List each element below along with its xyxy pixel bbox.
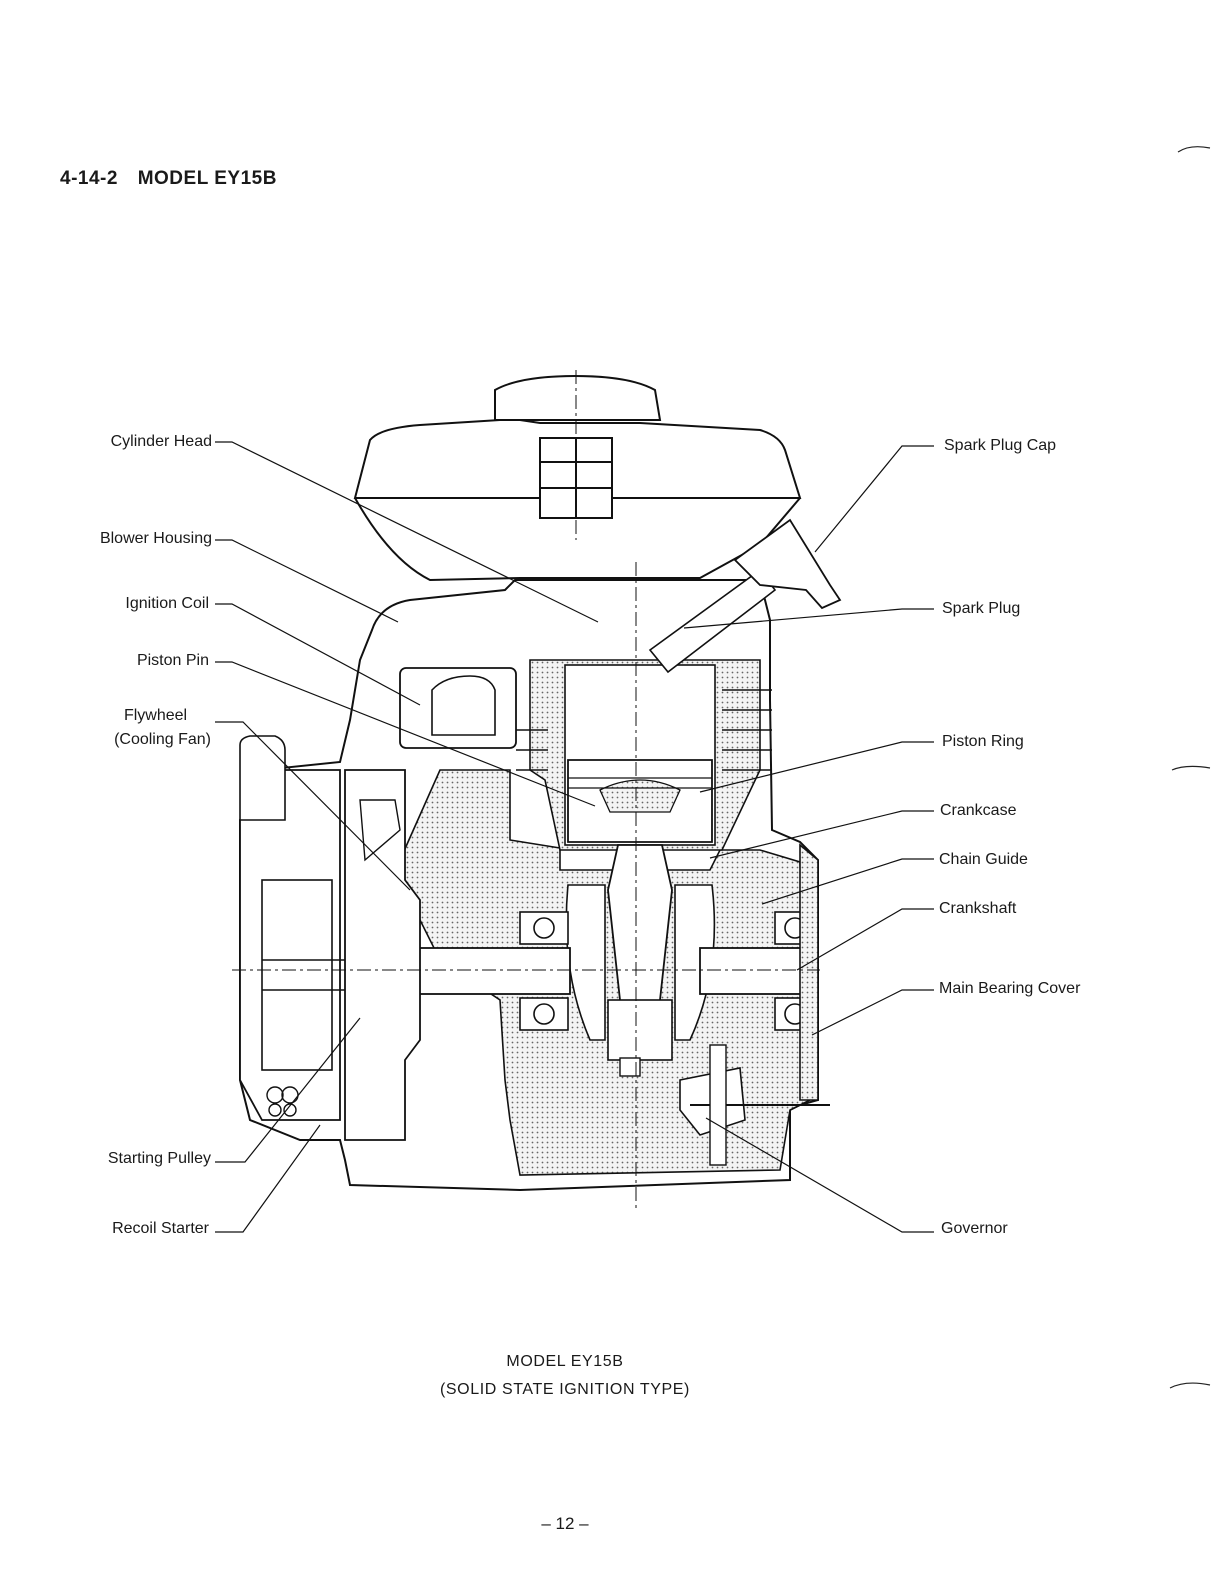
leader-main-bearing-cover — [812, 990, 934, 1035]
main-bearing-cover-body — [800, 845, 818, 1100]
bearing-left — [520, 912, 568, 944]
leader-recoil-starter — [215, 1125, 320, 1232]
engine-outline — [240, 376, 840, 1190]
starting-pulley-body — [262, 880, 332, 1070]
margin-marks — [1170, 147, 1210, 1388]
starter-handle — [240, 736, 285, 820]
fuel-cap — [495, 376, 660, 420]
leader-spark-plug-cap — [815, 446, 934, 552]
